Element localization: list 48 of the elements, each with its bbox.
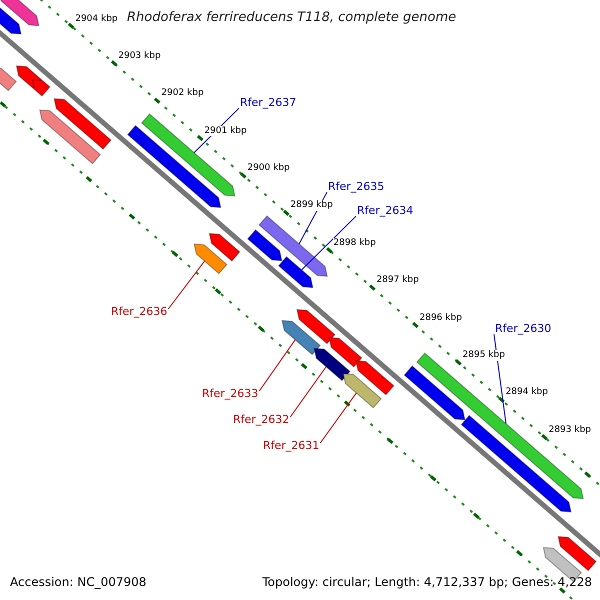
scale-label: 2899 kbp <box>290 200 333 212</box>
gene-block <box>404 365 466 420</box>
title: Rhodoferax ferrireducens T118, complete genome <box>127 10 456 26</box>
gene-block <box>278 256 314 288</box>
gene-block <box>342 373 382 408</box>
gene-name-label: Rfer_2631 <box>263 439 320 452</box>
gene-block <box>0 67 17 92</box>
leader-line <box>301 216 356 270</box>
gene-block <box>0 0 40 26</box>
scale-label: 2898 kbp <box>333 238 376 249</box>
gene-block <box>39 109 101 164</box>
footer-text: Accession: NC_007908 <box>10 575 146 590</box>
gene-block <box>54 98 112 150</box>
gene-block <box>208 232 240 262</box>
scale-label: 2901 kbp <box>204 126 247 136</box>
scale-label: 2896 kbp <box>420 312 462 324</box>
gene-block <box>258 215 328 277</box>
gene-block <box>314 348 351 382</box>
scale-label: 2902 kbp <box>161 88 204 100</box>
gene-block <box>460 414 572 512</box>
scale-label: 2895 kbp <box>462 350 505 361</box>
scale-label: 2903 kbp <box>118 50 161 62</box>
leader-line <box>168 260 206 310</box>
gene-name-label: Rfer_2630 <box>495 322 552 336</box>
leader-line <box>494 334 506 424</box>
gene-name-label: Rfer_2633 <box>202 387 258 400</box>
leader-line <box>320 392 357 444</box>
scale-label: 2894 kbp <box>506 387 548 398</box>
gene-name-label: Rfer_2635 <box>328 180 384 194</box>
scale-label: 2900 kbp <box>247 163 290 174</box>
leader-line <box>258 339 296 392</box>
footer-text: Topology: circular; Length: 4,712,337 bp; Genes: 4,228 <box>262 575 592 590</box>
gene-name-label: Rfer_2632 <box>233 413 290 426</box>
leader-line <box>290 366 327 418</box>
gene-name-label: Rfer_2637 <box>240 96 296 110</box>
gene-block <box>328 336 362 368</box>
gene-block <box>355 360 394 396</box>
gene-block <box>32 79 51 97</box>
gene-name-label: Rfer_2634 <box>357 204 414 218</box>
gene-block <box>247 229 282 262</box>
gene-block <box>296 309 336 344</box>
gene-block <box>558 536 597 572</box>
gene-block <box>194 244 228 274</box>
scale-label: 2897 kbp <box>376 275 419 286</box>
scale-label: 2893 kbp <box>548 424 591 436</box>
gene-name-label: Rfer_2636 <box>111 305 168 318</box>
scale-label: 2904 kbp <box>75 14 118 24</box>
gene-block <box>281 320 321 356</box>
